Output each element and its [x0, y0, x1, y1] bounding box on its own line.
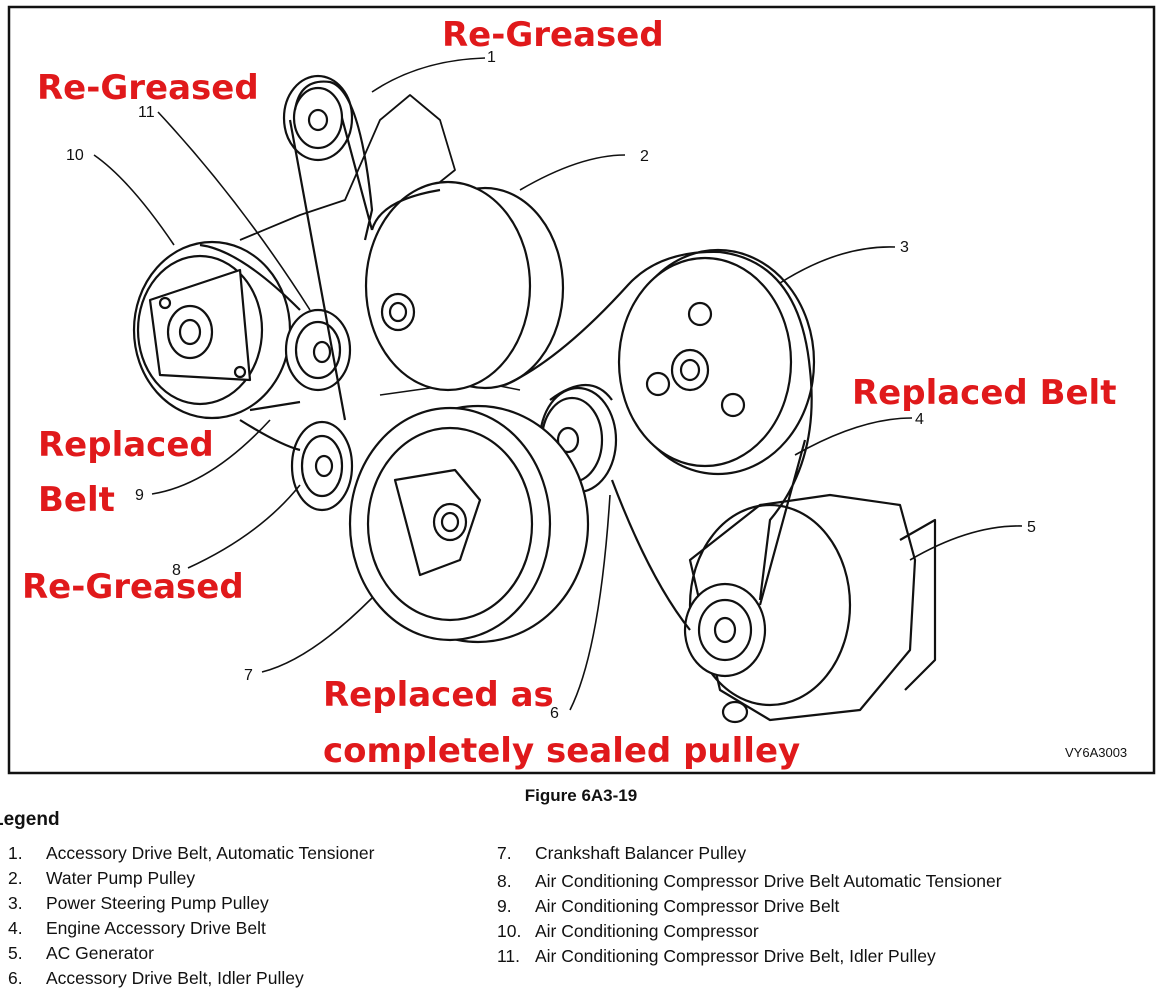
- leader-11: [157, 111, 311, 311]
- legend-item: 6. Accessory Drive Belt, Idler Pulley: [8, 968, 304, 989]
- figure-code: VY6A3003: [1065, 745, 1127, 760]
- leader-6: [569, 494, 611, 711]
- leader-8: [187, 484, 301, 569]
- legend-text: Crankshaft Balancer Pulley: [535, 843, 747, 863]
- water-pump-pulley: [364, 180, 565, 392]
- legend-item: 7. Crankshaft Balancer Pulley: [497, 843, 746, 864]
- annotation-regreased-top: Re-Greased: [442, 15, 664, 55]
- legend-num: 10.: [497, 921, 522, 941]
- legend-text: Accessory Drive Belt, Automatic Tensione…: [46, 843, 375, 863]
- legend-num: 8.: [497, 871, 512, 891]
- callout-11: 11: [138, 104, 155, 121]
- callout-4: 4: [915, 411, 924, 428]
- callout-9: 9: [135, 487, 144, 504]
- legend-item: 1. Accessory Drive Belt, Automatic Tensio…: [8, 843, 374, 864]
- legend-num: 11.: [497, 946, 521, 966]
- legend-num: 5.: [8, 943, 23, 963]
- figure-caption: Figure 6A3-19: [524, 786, 638, 805]
- legend-title: Legend: [0, 809, 60, 830]
- legend-text: Air Conditioning Compressor Drive Belt A…: [535, 871, 1002, 891]
- leader-10: [93, 154, 175, 246]
- legend-num: 9.: [497, 896, 512, 916]
- annotation-regreased-left: Re-Greased: [37, 68, 259, 108]
- leader-9: [151, 419, 271, 495]
- callout-2: 2: [640, 148, 649, 165]
- ac-idler-pulley: [284, 308, 352, 392]
- leader-1: [371, 57, 486, 93]
- legend-num: 4.: [8, 918, 23, 938]
- legend-item: 5. AC Generator: [8, 943, 154, 964]
- callout-1: 1: [487, 49, 496, 66]
- annotation-sealed-2: completely sealed pulley: [323, 731, 800, 771]
- legend-text: Accessory Drive Belt, Idler Pulley: [46, 968, 304, 988]
- legend-text: Air Conditioning Compressor Drive Belt: [535, 896, 840, 916]
- annotation-replaced-belt-right: Replaced Belt: [852, 373, 1116, 413]
- crankshaft-pulley: [348, 404, 590, 644]
- annotation-sealed-1: Replaced as: [323, 675, 554, 715]
- legend-num: 1.: [8, 843, 23, 863]
- legend-item: 10. Air Conditioning Compressor: [497, 921, 759, 942]
- legend-num: 6.: [8, 968, 23, 988]
- legend-text: Engine Accessory Drive Belt: [46, 918, 266, 938]
- legend-text: AC Generator: [46, 943, 154, 963]
- leader-5: [909, 525, 1023, 561]
- legend-text: Water Pump Pulley: [46, 868, 196, 888]
- callout-8: 8: [172, 562, 181, 579]
- legend-num: 2.: [8, 868, 23, 888]
- annotation-replaced-belt-left-1: Replaced: [38, 425, 214, 465]
- engine-accessory-drive-belt: [288, 80, 813, 631]
- annotation-regreased-bottom: Re-Greased: [22, 567, 244, 607]
- callout-5: 5: [1027, 519, 1036, 536]
- power-steering-pulley: [617, 248, 816, 476]
- legend-text: Power Steering Pump Pulley: [46, 893, 269, 913]
- leader-4: [794, 417, 913, 456]
- callout-6: 6: [550, 705, 559, 722]
- legend-num: 3.: [8, 893, 23, 913]
- callout-3: 3: [900, 239, 909, 256]
- legend-num: 7.: [497, 843, 512, 863]
- top-tensioner-pulley: [282, 74, 354, 162]
- leader-7: [261, 597, 373, 673]
- ac-compressor: [132, 240, 292, 420]
- annotation-replaced-belt-left-2: Belt: [38, 480, 115, 520]
- legend-text: Air Conditioning Compressor: [535, 921, 759, 941]
- callout-7: 7: [244, 667, 253, 684]
- ac-drive-belt: [199, 243, 301, 452]
- legend-text: Air Conditioning Compressor Drive Belt, …: [535, 946, 936, 966]
- ac-tensioner-pulley: [290, 420, 354, 512]
- legend-item: 9. Air Conditioning Compressor Drive Belt: [497, 896, 839, 917]
- callout-10: 10: [66, 147, 84, 164]
- leader-2: [519, 154, 626, 191]
- ac-generator: [683, 493, 937, 724]
- leader-3: [779, 246, 896, 284]
- legend-item: 4. Engine Accessory Drive Belt: [8, 918, 266, 939]
- legend-item: 3. Power Steering Pump Pulley: [8, 893, 269, 914]
- legend-item: 2. Water Pump Pulley: [8, 868, 195, 889]
- legend-item: 11. Air Conditioning Compressor Drive Bel…: [497, 946, 936, 967]
- legend-item: 8. Air Conditioning Compressor Drive Belt…: [497, 871, 1002, 892]
